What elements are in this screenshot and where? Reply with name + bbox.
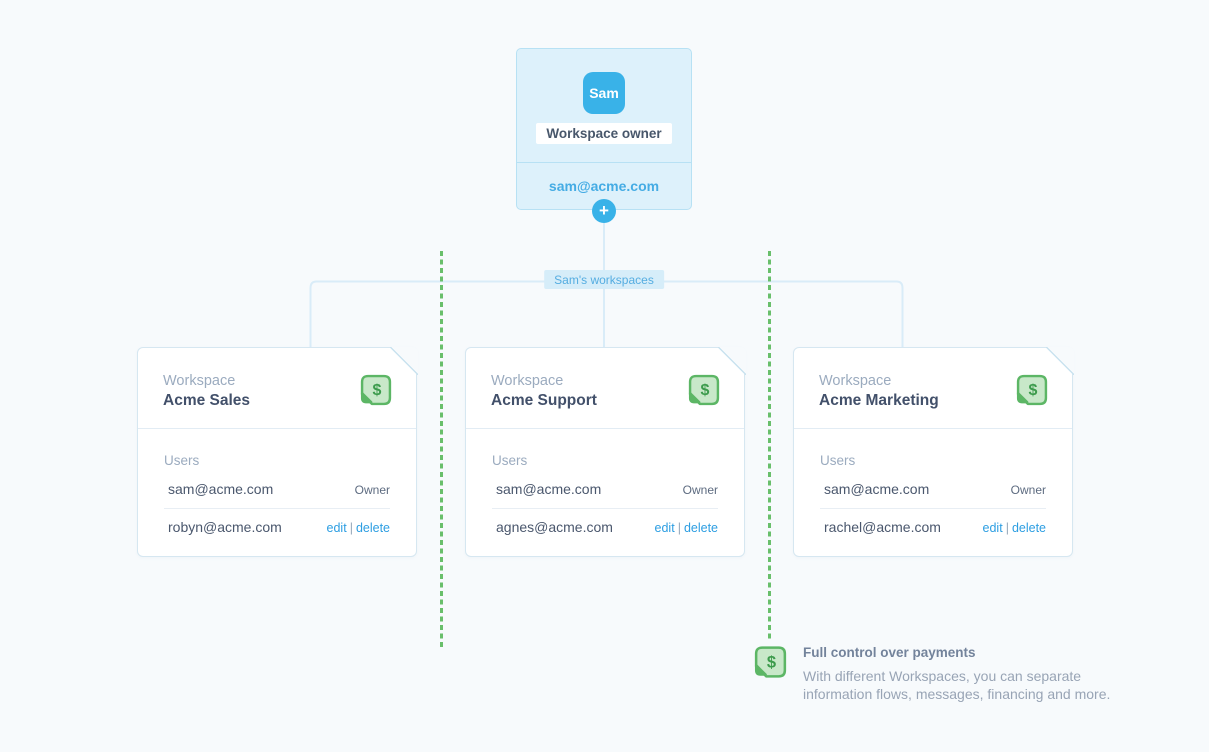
workspace-card-header: Workspace Acme Sales $ bbox=[138, 348, 416, 429]
user-email: robyn@acme.com bbox=[168, 519, 282, 535]
payments-note-title: Full control over payments bbox=[803, 645, 976, 660]
user-actions: edit|delete bbox=[983, 521, 1046, 535]
users-section-label: Users bbox=[820, 453, 856, 468]
dollar-glyph: $ bbox=[372, 382, 381, 399]
user-role-badge: Owner bbox=[682, 483, 718, 497]
user-email: agnes@acme.com bbox=[496, 519, 613, 535]
user-row: rachel@acme.com edit|delete bbox=[820, 519, 1046, 535]
card-corner-fold bbox=[717, 346, 746, 375]
user-role-badge: Owner bbox=[354, 483, 390, 497]
workspace-card-body: Users sam@acme.com Owner agnes@acme.com … bbox=[466, 429, 744, 535]
payments-note: $ Full control over payments With differ… bbox=[754, 645, 1123, 703]
owner-avatar-label: Sam bbox=[589, 85, 619, 101]
edit-link[interactable]: edit bbox=[326, 521, 347, 535]
workspace-name: Acme Support bbox=[491, 392, 597, 409]
workspace-name: Acme Marketing bbox=[819, 392, 939, 409]
user-actions: edit|delete bbox=[327, 521, 390, 535]
user-email: sam@acme.com bbox=[824, 481, 930, 497]
edit-link[interactable]: edit bbox=[982, 521, 1003, 535]
user-email: sam@acme.com bbox=[496, 481, 602, 497]
workspace-card-acme-marketing: Workspace Acme Marketing $ Users sam@acm… bbox=[793, 346, 1074, 557]
dollar-tag-icon: $ bbox=[688, 374, 720, 406]
workspace-card-body: Users sam@acme.com Owner robyn@acme.com … bbox=[138, 429, 416, 535]
delete-link[interactable]: delete bbox=[1011, 521, 1046, 535]
dollar-glyph: $ bbox=[767, 653, 776, 671]
tree-connector-line bbox=[309, 280, 904, 347]
users-section-label: Users bbox=[164, 453, 200, 468]
user-row: sam@acme.com Owner bbox=[820, 481, 1046, 497]
workspace-card-body: Users sam@acme.com Owner rachel@acme.com… bbox=[794, 429, 1072, 535]
user-row: robyn@acme.com edit|delete bbox=[164, 519, 390, 535]
user-row: agnes@acme.com edit|delete bbox=[492, 519, 718, 535]
workspace-card-header: Workspace Acme Marketing $ bbox=[794, 348, 1072, 429]
workspace-card-acme-sales: Workspace Acme Sales $ Users sam@acme.co… bbox=[137, 346, 418, 557]
payments-note-description: With different Workspaces, you can separ… bbox=[803, 668, 1111, 702]
dollar-tag-icon: $ bbox=[754, 646, 787, 678]
user-email: sam@acme.com bbox=[168, 481, 274, 497]
owner-email: sam@acme.com bbox=[548, 177, 660, 194]
workspace-type-label: Workspace bbox=[491, 373, 564, 389]
dollar-glyph: $ bbox=[700, 382, 709, 399]
user-role-badge: Owner bbox=[1010, 483, 1046, 497]
owner-card: Sam Workspace owner sam@acme.com bbox=[516, 48, 692, 210]
card-corner-fold bbox=[1045, 346, 1074, 375]
workspace-type-label: Workspace bbox=[163, 373, 236, 389]
row-divider bbox=[492, 508, 718, 509]
row-divider bbox=[820, 508, 1046, 509]
user-row: sam@acme.com Owner bbox=[164, 481, 390, 497]
users-section-label: Users bbox=[492, 453, 528, 468]
user-actions: edit|delete bbox=[655, 521, 718, 535]
user-email: rachel@acme.com bbox=[824, 519, 941, 535]
dollar-tag-icon: $ bbox=[1016, 374, 1048, 406]
owner-role-label: Workspace owner bbox=[536, 123, 672, 144]
actions-separator: | bbox=[677, 521, 681, 535]
owner-avatar: Sam bbox=[583, 72, 625, 114]
delete-link[interactable]: delete bbox=[355, 521, 390, 535]
dollar-glyph: $ bbox=[1028, 382, 1037, 399]
workspace-name: Acme Sales bbox=[163, 392, 251, 409]
delete-link[interactable]: delete bbox=[683, 521, 718, 535]
row-divider bbox=[164, 508, 390, 509]
add-workspace-button[interactable]: + bbox=[592, 199, 616, 223]
plus-icon: + bbox=[599, 200, 609, 220]
actions-separator: | bbox=[1005, 521, 1009, 535]
user-row: sam@acme.com Owner bbox=[492, 481, 718, 497]
actions-separator: | bbox=[349, 521, 353, 535]
dollar-tag-icon: $ bbox=[360, 374, 392, 406]
payments-note-text: Full control over payments With differen… bbox=[803, 645, 1123, 703]
workspace-card-header: Workspace Acme Support $ bbox=[466, 348, 744, 429]
workspace-card-acme-support: Workspace Acme Support $ Users sam@acme.… bbox=[465, 346, 746, 557]
workspaces-group-label: Sam's workspaces bbox=[544, 270, 664, 289]
owner-card-header: Sam Workspace owner bbox=[517, 49, 691, 163]
edit-link[interactable]: edit bbox=[654, 521, 675, 535]
workspace-type-label: Workspace bbox=[819, 373, 892, 389]
card-corner-fold bbox=[389, 346, 418, 375]
